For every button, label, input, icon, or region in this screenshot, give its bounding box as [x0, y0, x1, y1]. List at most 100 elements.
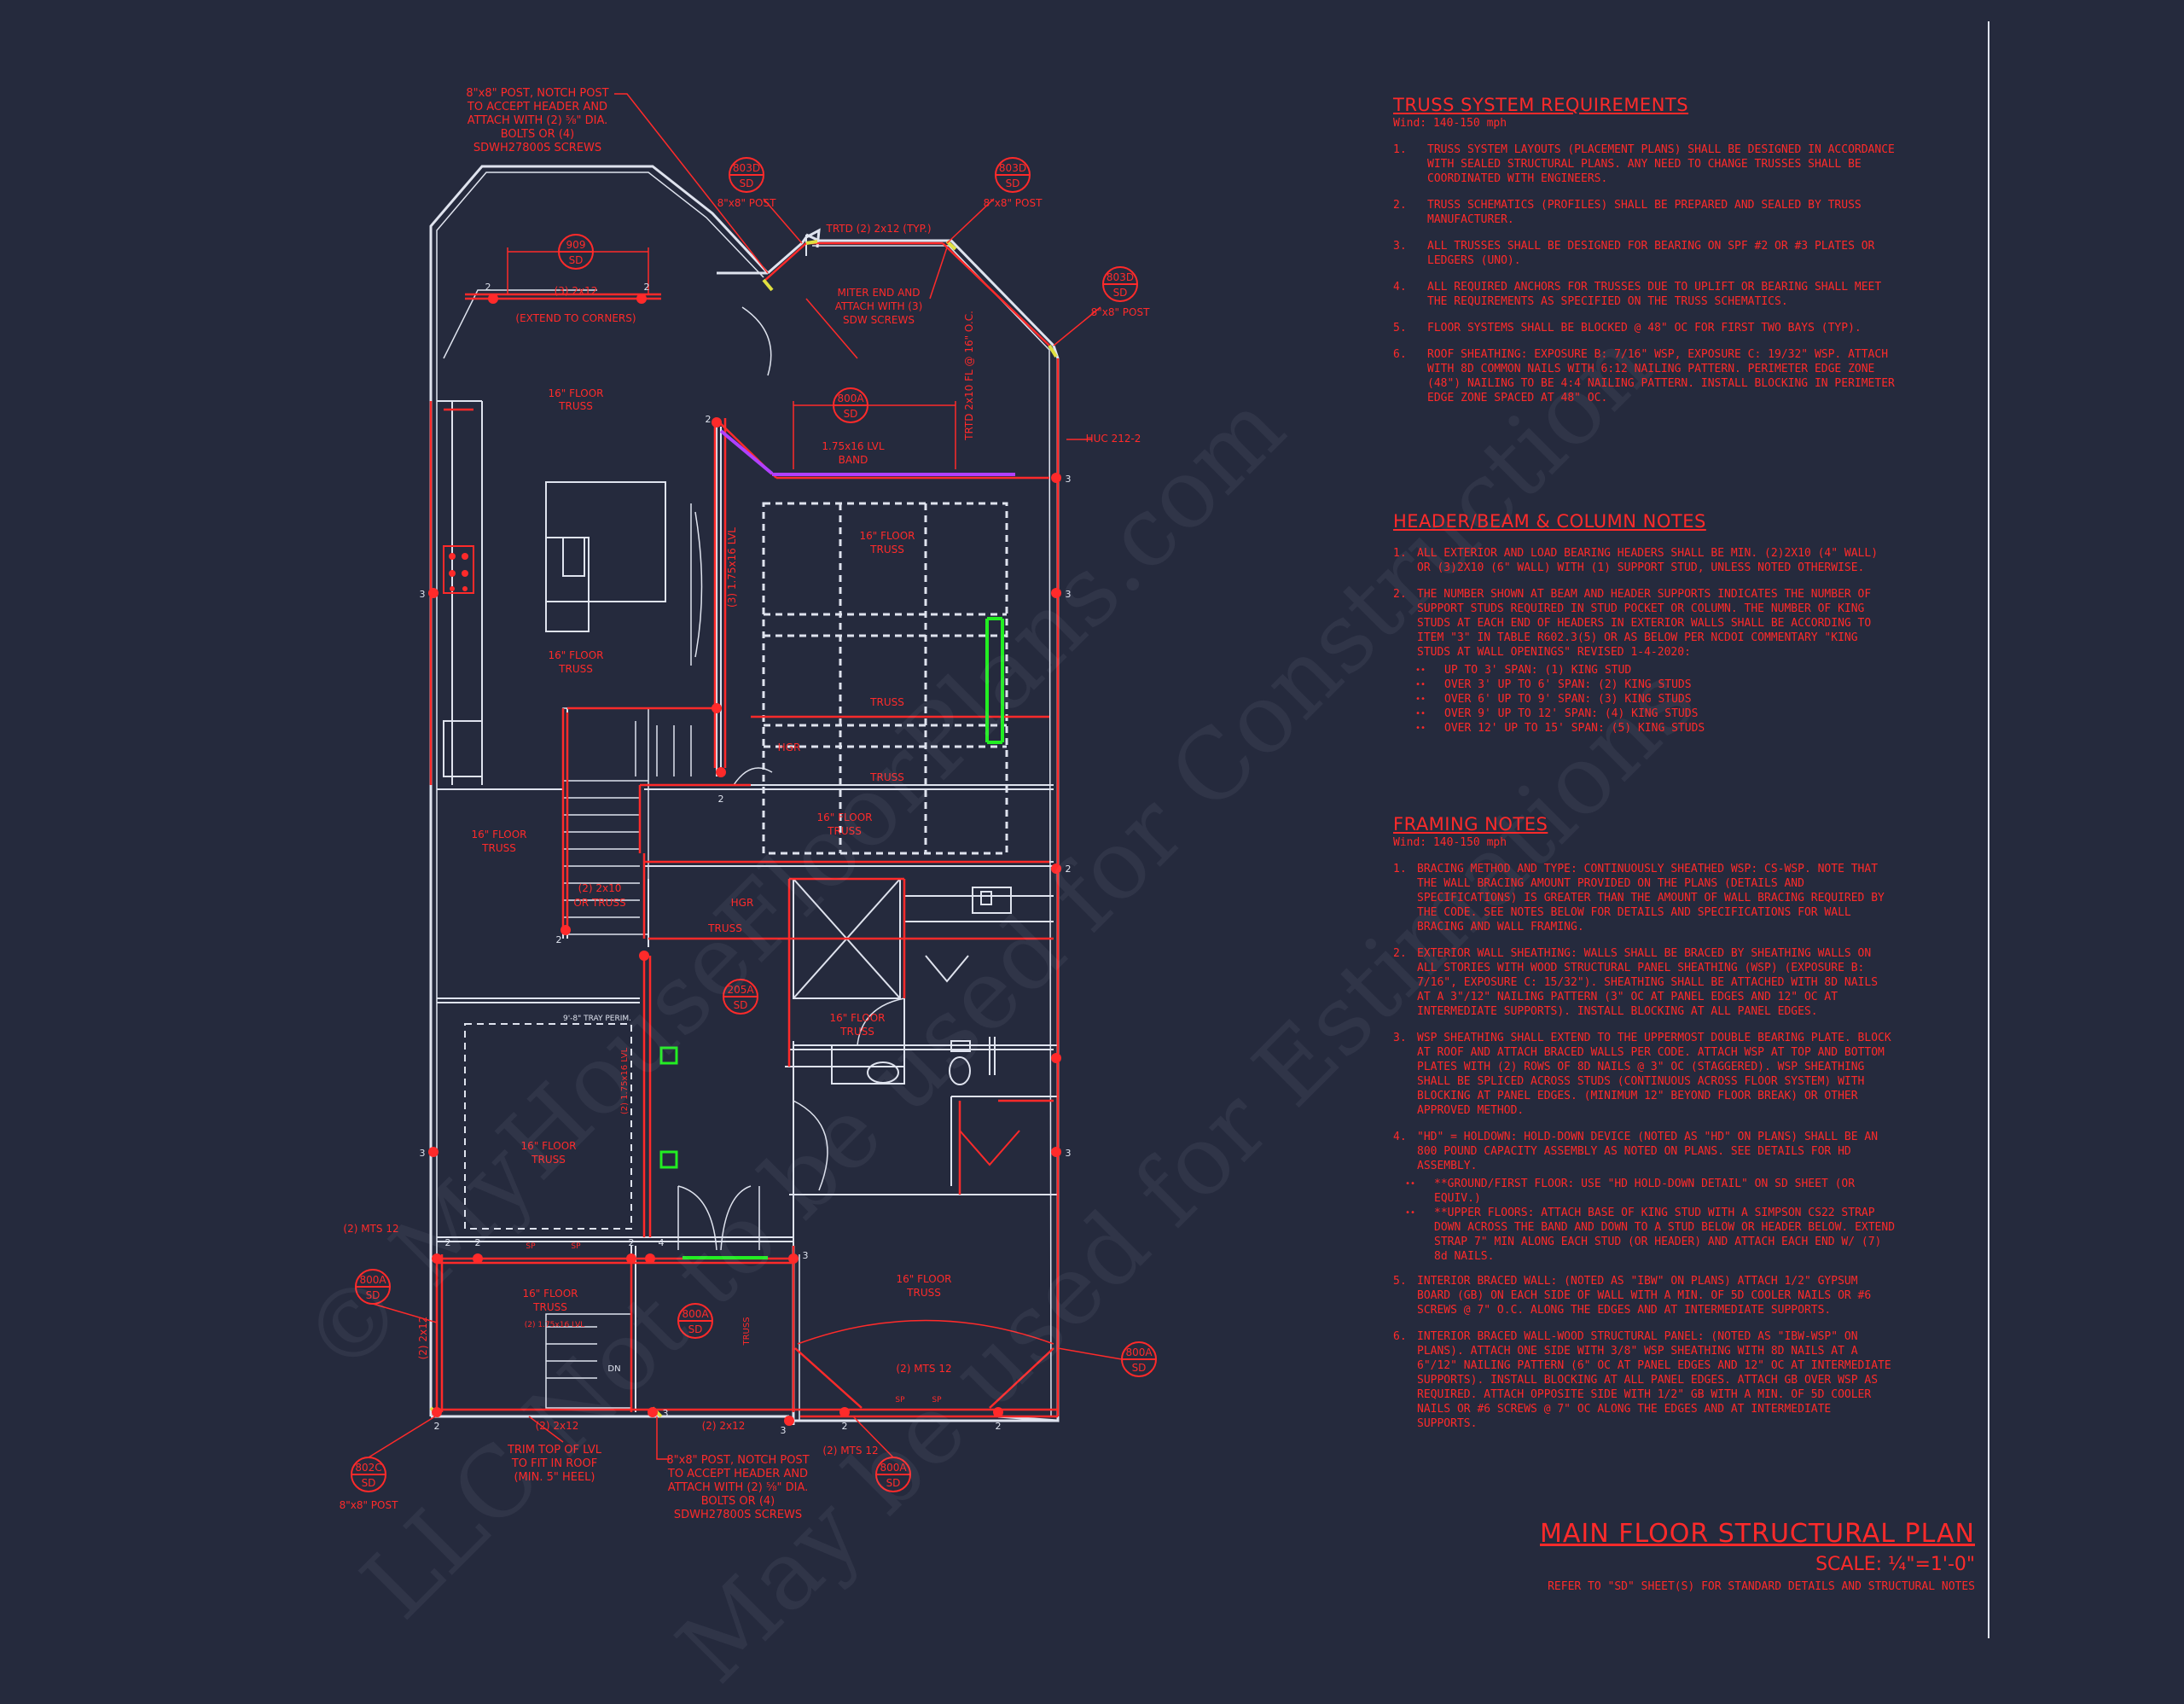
- truss-note: 4.ALL REQUIRED ANCHORS FOR TRUSSES DUE T…: [1393, 281, 1882, 308]
- holdown-bullet: **GROUND/FIRST FLOOR: USE "HD HOLD-DOWN …: [1405, 1177, 1896, 1206]
- svg-text:16" FLOOR: 16" FLOOR: [521, 1140, 577, 1152]
- svg-text:16" FLOOR: 16" FLOOR: [817, 811, 873, 823]
- svg-text:TRUSS: TRUSS: [869, 771, 904, 783]
- truss-note: 6.ROOF SHEATHING: EXPOSURE B: 7/16" WSP,…: [1393, 348, 1895, 404]
- svg-text:3: 3: [781, 1425, 787, 1436]
- floor-plan-sheet: 803D SD 8"x8" POST 803D SD 8"x8" POST 80…: [340, 87, 1157, 1521]
- svg-text:SDW SCREWS: SDW SCREWS: [843, 314, 915, 326]
- svg-text:800A: 800A: [1125, 1346, 1153, 1358]
- svg-text:2: 2: [1066, 864, 1072, 875]
- plan-labels: TRTD (2) 2x12 (TYP.) (3) 2x12 (EXTEND TO…: [343, 223, 1141, 1457]
- svg-text:(2) 2x12: (2) 2x12: [536, 1420, 579, 1432]
- svg-text:SD: SD: [886, 1477, 901, 1489]
- svg-text:16" FLOOR: 16" FLOOR: [860, 530, 915, 542]
- svg-text:TRUSS: TRUSS: [906, 1287, 941, 1299]
- svg-text:16" FLOOR: 16" FLOOR: [549, 649, 604, 661]
- accent-lines: [429, 240, 1058, 1418]
- svg-text:800A: 800A: [682, 1308, 709, 1320]
- svg-text:(2) MTS 12: (2) MTS 12: [343, 1223, 398, 1235]
- leader-lines: [368, 93, 1123, 1460]
- svg-text:(2) MTS 12: (2) MTS 12: [896, 1363, 951, 1375]
- svg-text:909: 909: [566, 239, 586, 251]
- sheet-scale: SCALE: ¼"=1'-0": [1815, 1554, 1975, 1575]
- svg-text:3: 3: [663, 1408, 669, 1419]
- truss-note: 5.FLOOR SYSTEMS SHALL BE BLOCKED @ 48" O…: [1393, 322, 1862, 334]
- svg-text:SD: SD: [844, 408, 858, 420]
- svg-text:16" FLOOR: 16" FLOOR: [897, 1273, 952, 1285]
- plan-labels-rotated: (3) 1.75x16 LVL TRTD 2x10 FL @ 16" O.C. …: [417, 311, 975, 1359]
- svg-text:2: 2: [644, 282, 650, 293]
- framing-title: FRAMING NOTES: [1393, 814, 1548, 835]
- bubble-802c: 802C SD 8"x8" POST: [340, 1457, 399, 1511]
- svg-text:HGR: HGR: [778, 742, 801, 753]
- svg-text:3: 3: [1066, 1148, 1072, 1159]
- svg-text:8"x8" POST: 8"x8" POST: [340, 1499, 399, 1511]
- framing-note: 3.WSP SHEATHING SHALL EXTEND TO THE UPPE…: [1393, 1032, 1891, 1117]
- svg-text:SD: SD: [688, 1323, 703, 1335]
- framing-notes: FRAMING NOTES Wind: 140-150 mph 1.BRACIN…: [1393, 813, 1896, 1443]
- svg-text:803D: 803D: [1107, 271, 1134, 283]
- truss-note: 1.TRUSS SYSTEM LAYOUTS (PLACEMENT PLANS)…: [1393, 143, 1895, 185]
- bubble-205a: 205A SD: [723, 979, 758, 1015]
- svg-text:OR TRUSS: OR TRUSS: [573, 897, 625, 909]
- svg-text:803D: 803D: [999, 162, 1026, 174]
- svg-text:2: 2: [434, 1421, 440, 1432]
- truss-note: 3.ALL TRUSSES SHALL BE DESIGNED FOR BEAR…: [1393, 240, 1875, 267]
- svg-text:8"x8" POST, NOTCH POST: 8"x8" POST, NOTCH POST: [466, 87, 608, 100]
- dashed-regions: [464, 1023, 632, 1230]
- miter-callout: MITER END AND ATTACH WITH (3) SDW SCREWS: [835, 287, 923, 326]
- svg-text:(2) 2x10: (2) 2x10: [578, 882, 622, 894]
- svg-text:ATTACH WITH (2) ⅝" DIA.: ATTACH WITH (2) ⅝" DIA.: [668, 1481, 809, 1494]
- king-stud-item: OVER 3' UP TO 6' SPAN: (2) KING STUDS: [1415, 678, 1896, 692]
- svg-text:SDWH27800S SCREWS: SDWH27800S SCREWS: [674, 1509, 802, 1521]
- svg-text:MITER END AND: MITER END AND: [838, 287, 921, 299]
- sheet-reference: REFER TO "SD" SHEET(S) FOR STANDARD DETA…: [1548, 1580, 1975, 1593]
- svg-text:ATTACH WITH (3): ATTACH WITH (3): [835, 300, 923, 312]
- svg-text:3: 3: [1066, 589, 1072, 600]
- holdown-bullet: **UPPER FLOORS: ATTACH BASE OF KING STUD…: [1405, 1206, 1896, 1264]
- framing-note: 4."HD" = HOLDOWN: HOLD-DOWN DEVICE (NOTE…: [1393, 1131, 1879, 1172]
- truss-title: TRUSS SYSTEM REQUIREMENTS: [1393, 95, 1689, 115]
- stair: [545, 707, 692, 1409]
- svg-text:TRTD 2x10 FL @ 16" O.C.: TRTD 2x10 FL @ 16" O.C.: [963, 311, 975, 441]
- header-note: 2.THE NUMBER SHOWN AT BEAM AND HEADER SU…: [1393, 588, 1872, 659]
- svg-text:3: 3: [1066, 474, 1072, 485]
- svg-text:DN: DN: [607, 1364, 620, 1374]
- svg-text:802C: 802C: [355, 1462, 381, 1474]
- svg-text:(3) 1.75x16 LVL: (3) 1.75x16 LVL: [726, 527, 738, 608]
- svg-text:SP: SP: [571, 1242, 581, 1251]
- svg-text:(MIN. 5" HEEL): (MIN. 5" HEEL): [514, 1471, 595, 1484]
- sheet-title: MAIN FLOOR STRUCTURAL PLAN: [1540, 1519, 1975, 1549]
- svg-text:2: 2: [996, 1421, 1002, 1432]
- header-title: HEADER/BEAM & COLUMN NOTES: [1393, 511, 1706, 532]
- truss-requirements: TRUSS SYSTEM REQUIREMENTS Wind: 140-150 …: [1393, 94, 1896, 417]
- svg-text:8"x8" POST: 8"x8" POST: [717, 197, 777, 209]
- svg-text:SP: SP: [932, 1396, 942, 1404]
- svg-text:(3) 2x12: (3) 2x12: [555, 285, 598, 297]
- svg-text:SP: SP: [895, 1396, 905, 1404]
- svg-text:16" FLOOR: 16" FLOOR: [830, 1012, 886, 1024]
- svg-text:SD: SD: [1006, 177, 1020, 189]
- svg-text:3: 3: [420, 589, 426, 600]
- framing-note: 5.INTERIOR BRACED WALL: (NOTED AS "IBW" …: [1393, 1275, 1872, 1317]
- sheet-border-line: [1988, 21, 1989, 1638]
- svg-text:803D: 803D: [733, 162, 760, 174]
- kitchen-casework: [437, 400, 703, 785]
- holdown-bullets: **GROUND/FIRST FLOOR: USE "HD HOLD-DOWN …: [1393, 1177, 1896, 1264]
- svg-text:16" FLOOR: 16" FLOOR: [472, 829, 527, 840]
- svg-text:SD: SD: [1132, 1362, 1147, 1374]
- svg-text:ATTACH WITH (2) ⅝" DIA.: ATTACH WITH (2) ⅝" DIA.: [468, 114, 608, 127]
- svg-text:8"x8" POST: 8"x8" POST: [1091, 306, 1151, 318]
- svg-text:2: 2: [718, 794, 724, 805]
- svg-text:(2) MTS 12: (2) MTS 12: [822, 1445, 878, 1457]
- svg-text:2: 2: [629, 1237, 635, 1248]
- king-stud-item: OVER 12' UP TO 15' SPAN: (5) KING STUDS: [1415, 721, 1896, 736]
- bubble-800a-c: 800A SD: [677, 1303, 713, 1339]
- svg-text:TRTD (2) 2x12 (TYP.): TRTD (2) 2x12 (TYP.): [825, 223, 931, 235]
- svg-text:TRUSS: TRUSS: [531, 1154, 566, 1166]
- svg-text:TO FIT IN ROOF: TO FIT IN ROOF: [511, 1457, 597, 1470]
- bubble-800a-d: 800A SD: [1121, 1341, 1157, 1377]
- king-stud-list: UP TO 3' SPAN: (1) KING STUD OVER 3' UP …: [1393, 663, 1896, 736]
- svg-text:SD: SD: [740, 177, 754, 189]
